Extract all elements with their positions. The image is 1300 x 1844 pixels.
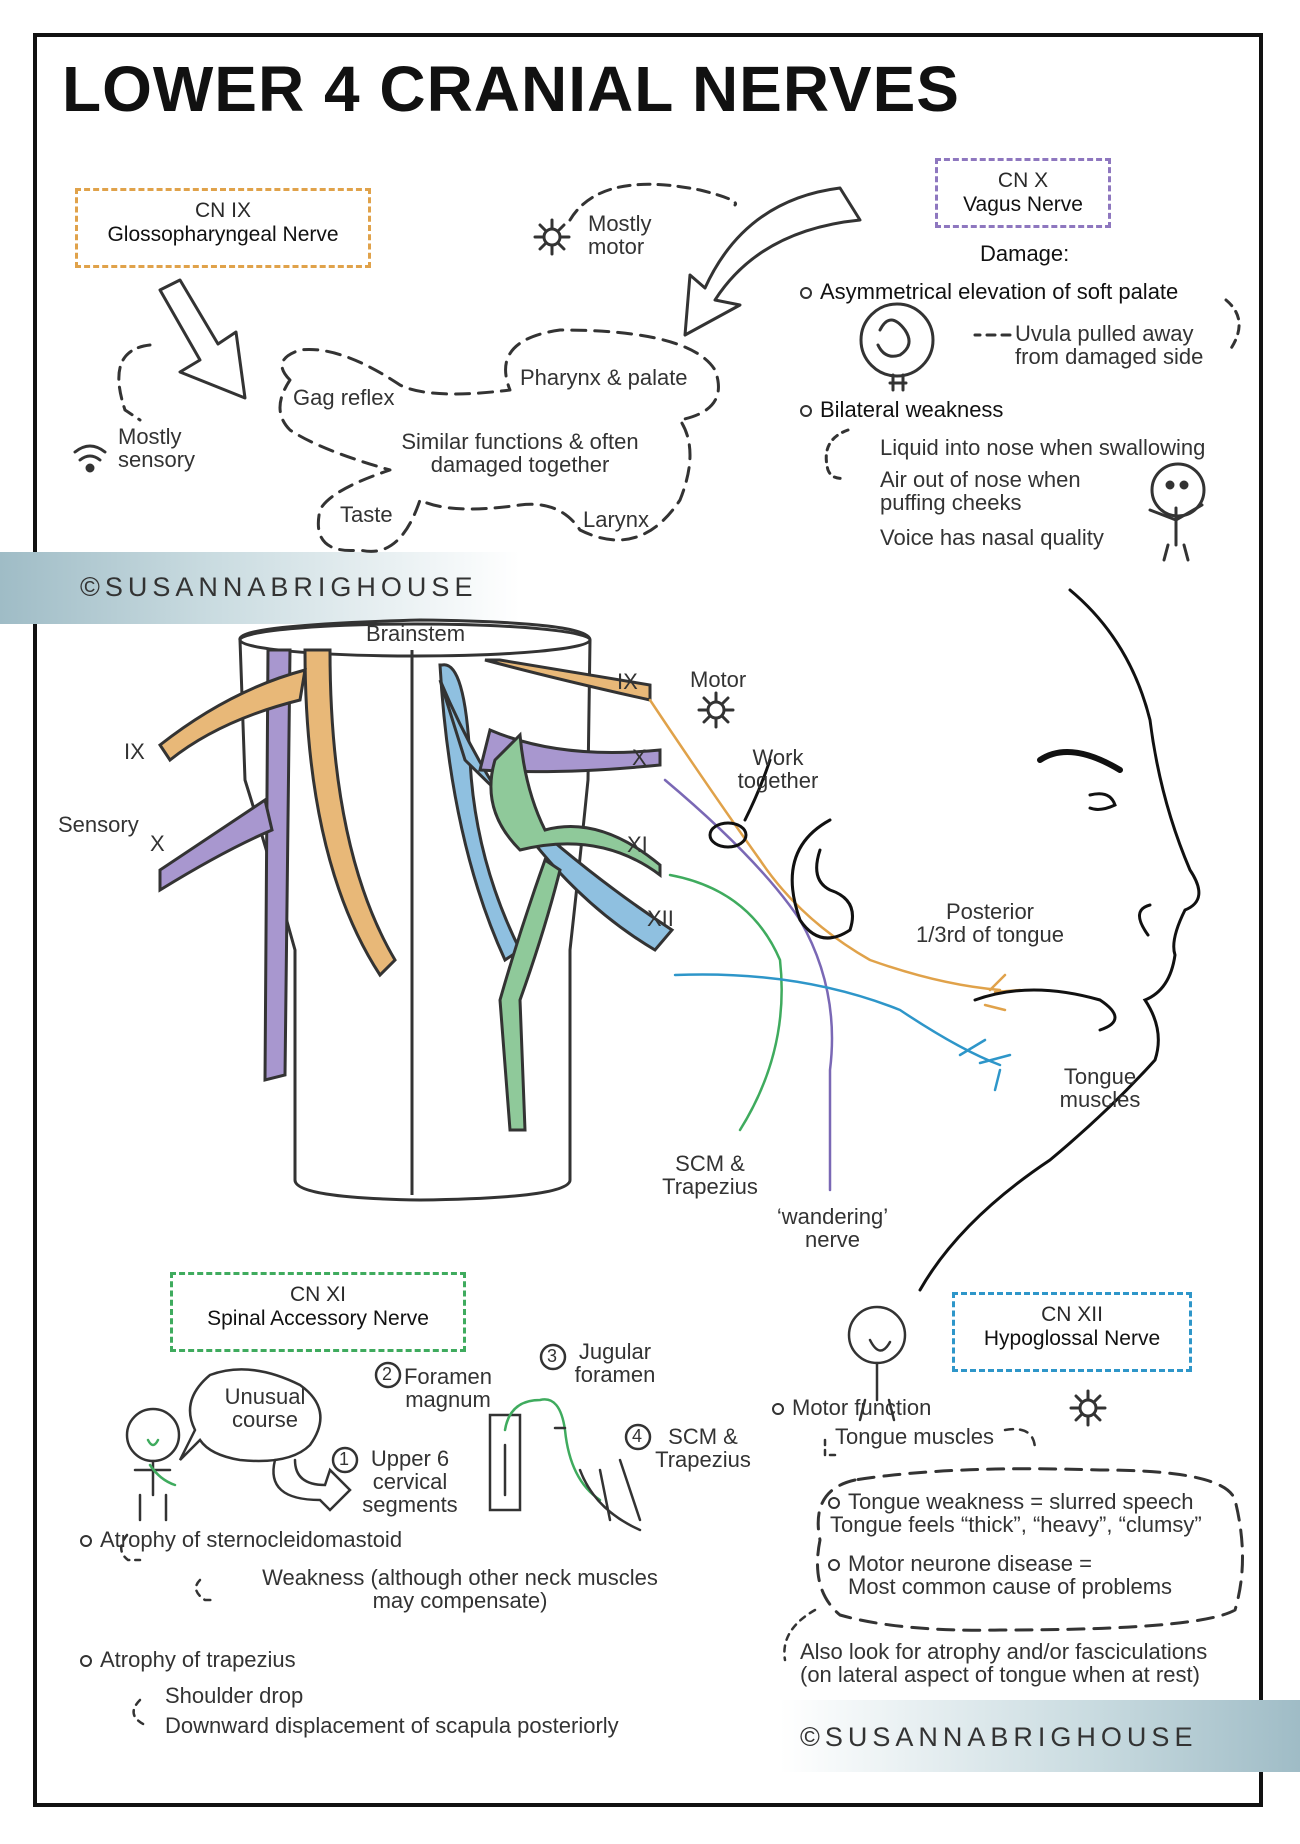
x-right-label: X (632, 745, 647, 770)
xi-right-label: XI (627, 832, 648, 857)
cn-xii-name: Hypoglossal Nerve (983, 1327, 1161, 1350)
cn-ix-box: CN IX Glossopharyngeal Nerve (75, 188, 371, 268)
copyright-right: ©SUSANNABRIGHOUSE (800, 1722, 1198, 1752)
vagus-bilateral: Bilateral weakness (800, 398, 1003, 421)
tongue-feels: Tongue feels “thick”, “heavy”, “clumsy” (830, 1512, 1202, 1537)
cn-xi-number: CN XI (289, 1283, 346, 1306)
vagus-item-voice: Voice has nasal quality (880, 525, 1104, 550)
cloud-gag-reflex: Gag reflex (293, 385, 395, 410)
copyright-left: ©SUSANNABRIGHOUSE (80, 572, 478, 602)
vagus-item-liquid: Liquid into nose when swallowing (880, 435, 1206, 460)
scapula-displacement: Downward displacement of scapula posteri… (165, 1713, 619, 1738)
wandering-nerve-label: ‘wandering’nerve (776, 1204, 889, 1252)
cloud-taste: Taste (340, 502, 393, 527)
cloud-larynx: Larynx (583, 507, 650, 532)
motor-label: Motor (690, 667, 747, 692)
sensory-label: Sensory (58, 812, 139, 837)
copyright-banner-left (0, 552, 520, 624)
page-frame (33, 33, 1263, 1807)
vagus-damage-heading: Damage: (980, 241, 1070, 266)
ix-right-label: IX (617, 669, 638, 694)
step-4-number: 4 (632, 1426, 643, 1446)
brainstem-label: Brainstem (366, 621, 466, 646)
ix-left-label: IX (124, 739, 145, 764)
xii-right-label: XII (647, 906, 674, 931)
cn-xii-box: CN XII Hypoglossal Nerve (952, 1292, 1192, 1372)
step-3-number: 3 (547, 1346, 558, 1366)
scm-trapezius-label: SCM &Trapezius (662, 1151, 758, 1199)
x-left-label: X (150, 831, 165, 856)
page-title: LOWER 4 CRANIAL NERVES (62, 53, 960, 125)
hypoglossal-motor-function: Motor function (772, 1396, 931, 1419)
atrophy-trapezius: Atrophy of trapezius (80, 1648, 296, 1671)
cloud-pharynx-palate: Pharynx & palate (520, 365, 688, 390)
most-common-cause: Most common cause of problems (848, 1574, 1173, 1599)
hypoglossal-tongue-muscles: Tongue muscles (835, 1424, 994, 1449)
step-4-label: SCM &Trapezius (655, 1424, 751, 1472)
cn-ix-name: Glossopharyngeal Nerve (107, 223, 339, 246)
tongue-weakness: Tongue weakness = slurred speech (828, 1490, 1194, 1513)
atrophy-fasciculations: Also look for atrophy and/or fasciculati… (800, 1639, 1208, 1687)
cn-x-box: CN X Vagus Nerve (935, 158, 1111, 228)
motor-neurone-disease: Motor neurone disease = (828, 1552, 1092, 1575)
shoulder-drop: Shoulder drop (165, 1683, 304, 1708)
vagus-asym: Asymmetrical elevation of soft palate (800, 280, 1178, 303)
copyright-banner-right (780, 1700, 1300, 1772)
atrophy-scm: Atrophy of sternocleidomastoid (80, 1528, 402, 1551)
cn-x-name: Vagus Nerve (963, 193, 1083, 216)
cn-xi-name: Spinal Accessory Nerve (207, 1307, 429, 1330)
step-2-number: 2 (382, 1364, 393, 1384)
cn-xii-number: CN XII (1041, 1303, 1103, 1326)
cn-ix-number: CN IX (194, 199, 251, 222)
cn-x-number: CN X (997, 169, 1049, 192)
cn-xi-box: CN XI Spinal Accessory Nerve (170, 1272, 466, 1352)
step-1-number: 1 (339, 1449, 350, 1469)
